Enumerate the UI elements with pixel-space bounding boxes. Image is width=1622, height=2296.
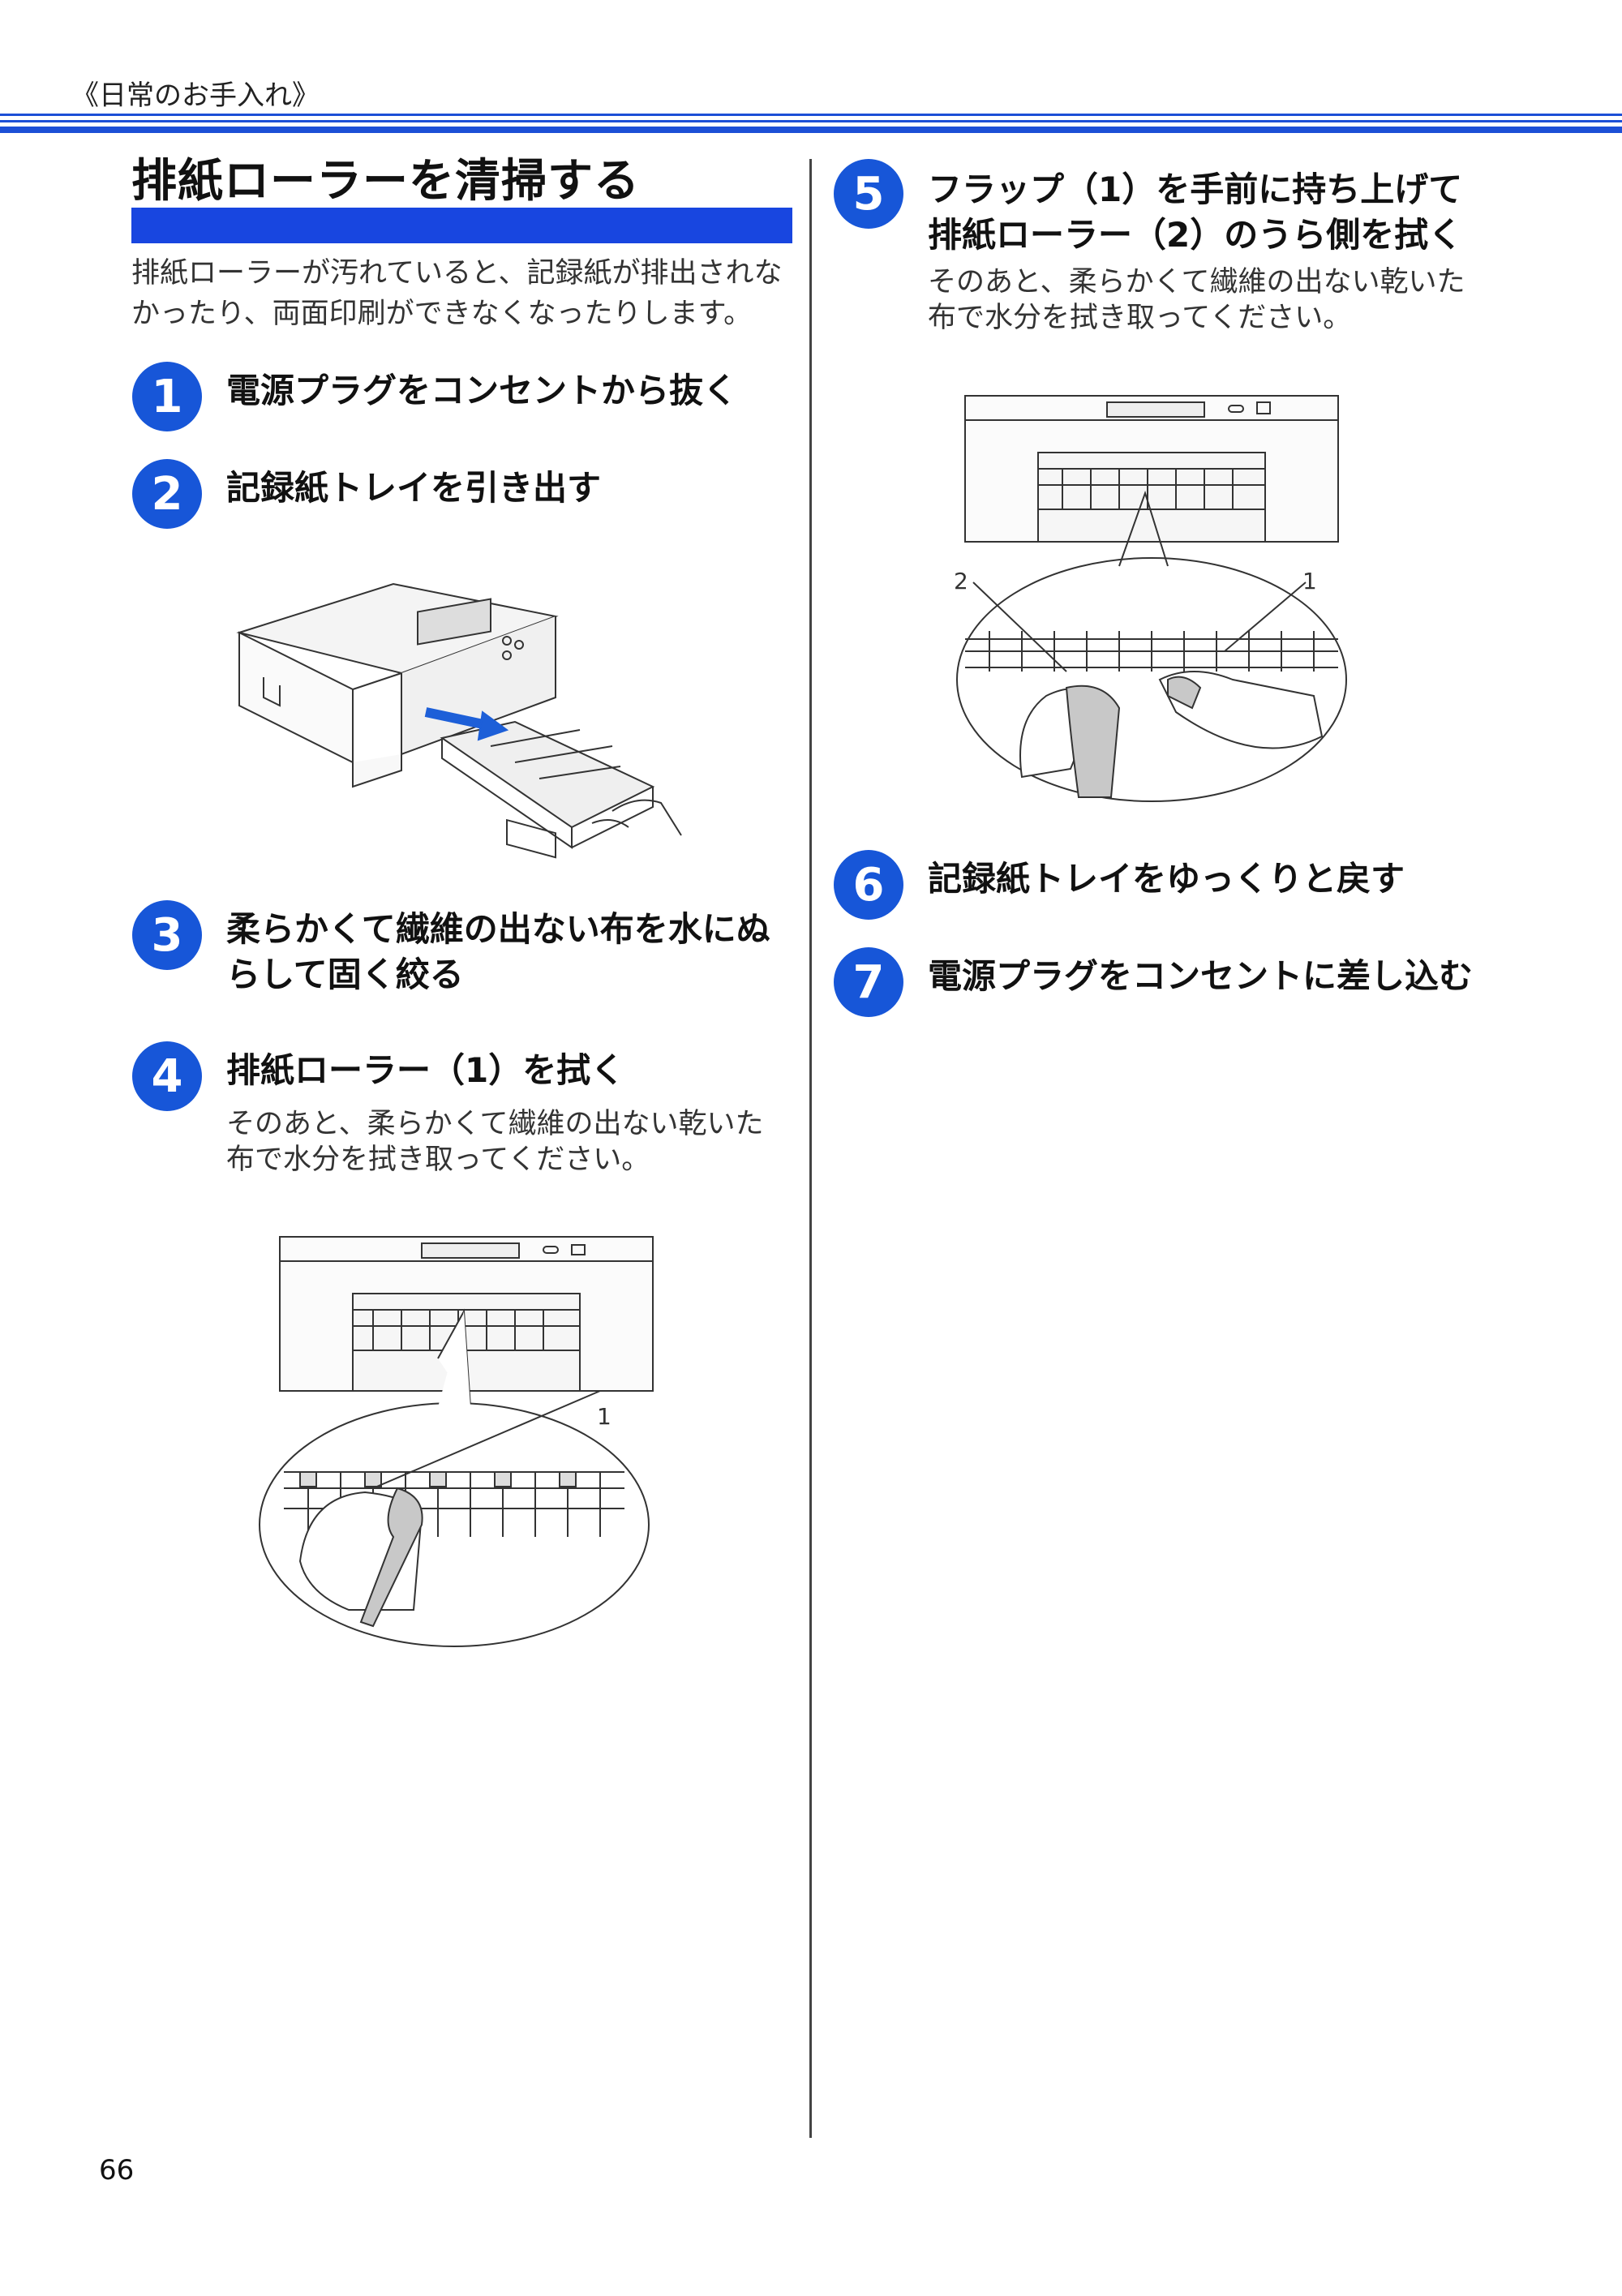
section-title: 排紙ローラーを清掃する <box>131 155 640 208</box>
step-description: そのあと、柔らかくて繊維の出ない乾いた 布で水分を拭き取ってください。 <box>226 1106 764 1178</box>
step-description: そのあと、柔らかくて繊維の出ない乾いた 布で水分を拭き取ってください。 <box>928 264 1465 336</box>
step-3: 3 柔らかくて繊維の出ない布を水にぬ らして固く絞る <box>132 900 805 1006</box>
step-title-line: 電源プラグをコンセントから抜く <box>226 371 738 410</box>
header-rule-thin <box>0 114 1622 116</box>
step-description-line: 布で水分を拭き取ってください。 <box>928 302 1352 334</box>
step-title: 記録紙トレイをゆっくりと戻す <box>928 856 1405 902</box>
step-2: 2 記録紙トレイを引き出す <box>132 459 797 532</box>
step-description-line: そのあと、柔らかくて繊維の出ない乾いた <box>226 1108 764 1140</box>
step-title-line: フラップ（1）を手前に持ち上げて <box>928 170 1463 209</box>
callout-label: 2 <box>954 568 968 594</box>
step-title-line: 記録紙トレイを引き出す <box>226 468 602 508</box>
step-description-line: そのあと、柔らかくて繊維の出ない乾いた <box>928 266 1465 298</box>
callout-label: 1 <box>1302 568 1317 594</box>
step-title: 記録紙トレイを引き出す <box>226 466 601 511</box>
intro-line: 排紙ローラーが汚れていると、記録紙が排出されな <box>131 257 783 290</box>
printer-tray-illustration <box>231 568 685 860</box>
step-number-badge: 1 <box>132 362 202 431</box>
step-title-line: 電源プラグをコンセントに差し込む <box>928 956 1474 996</box>
step-title: 排紙ローラー（1）を拭く <box>226 1048 624 1093</box>
step-4: 4 排紙ローラー（1）を拭く そのあと、柔らかくて繊維の出ない乾いた 布で水分を… <box>132 1041 805 1179</box>
flap-roller-wiping-illustration: 2 1 <box>933 388 1354 809</box>
step-title-line: らして固く絞る <box>226 955 464 994</box>
step-title: フラップ（1）を手前に持ち上げて 排紙ローラー（2）のうら側を拭く <box>928 167 1462 258</box>
step-title-line: 排紙ローラー（1）を拭く <box>226 1050 625 1090</box>
step-number-badge: 7 <box>834 947 903 1017</box>
step-title: 柔らかくて繊維の出ない布を水にぬ らして固く絞る <box>226 907 770 998</box>
section-intro: 排紙ローラーが汚れていると、記録紙が排出されな かったり、両面印刷ができなくなっ… <box>131 253 805 334</box>
page-number: 66 <box>99 2154 135 2187</box>
callout-label: 1 <box>597 1403 611 1430</box>
step-number-badge: 2 <box>132 459 202 529</box>
step-number-badge: 6 <box>834 850 903 920</box>
step-title-line: 柔らかくて繊維の出ない布を水にぬ <box>226 909 770 949</box>
header-rule-thick <box>0 127 1622 133</box>
column-divider <box>809 159 812 2138</box>
section-title-bar <box>131 208 792 243</box>
step-number-badge: 4 <box>132 1041 202 1111</box>
step-1: 1 電源プラグをコンセントから抜く <box>132 362 797 435</box>
step-description-line: 布で水分を拭き取ってください。 <box>226 1144 650 1176</box>
step-6: 6 記録紙トレイをゆっくりと戻す <box>834 850 1580 923</box>
step-number-badge: 5 <box>834 159 903 229</box>
step-title: 電源プラグをコンセントに差し込む <box>928 954 1473 999</box>
step-title-line: 記録紙トレイをゆっくりと戻す <box>928 859 1405 899</box>
step-number-badge: 3 <box>132 900 202 970</box>
step-title-line: 排紙ローラー（2）のうら側を拭く <box>928 215 1463 255</box>
step-5: 5 フラップ（1）を手前に持ち上げて 排紙ローラー（2）のうら側を拭く そのあと… <box>834 159 1580 345</box>
running-header-title: 《日常のお手入れ》 <box>71 79 320 112</box>
step-title: 電源プラグをコンセントから抜く <box>226 368 737 414</box>
header-rule-thin <box>0 120 1622 122</box>
step-7: 7 電源プラグをコンセントに差し込む <box>834 947 1580 1020</box>
intro-line: かったり、両面印刷ができなくなったりします。 <box>131 298 753 330</box>
roller-wiping-illustration: 1 <box>251 1229 657 1650</box>
